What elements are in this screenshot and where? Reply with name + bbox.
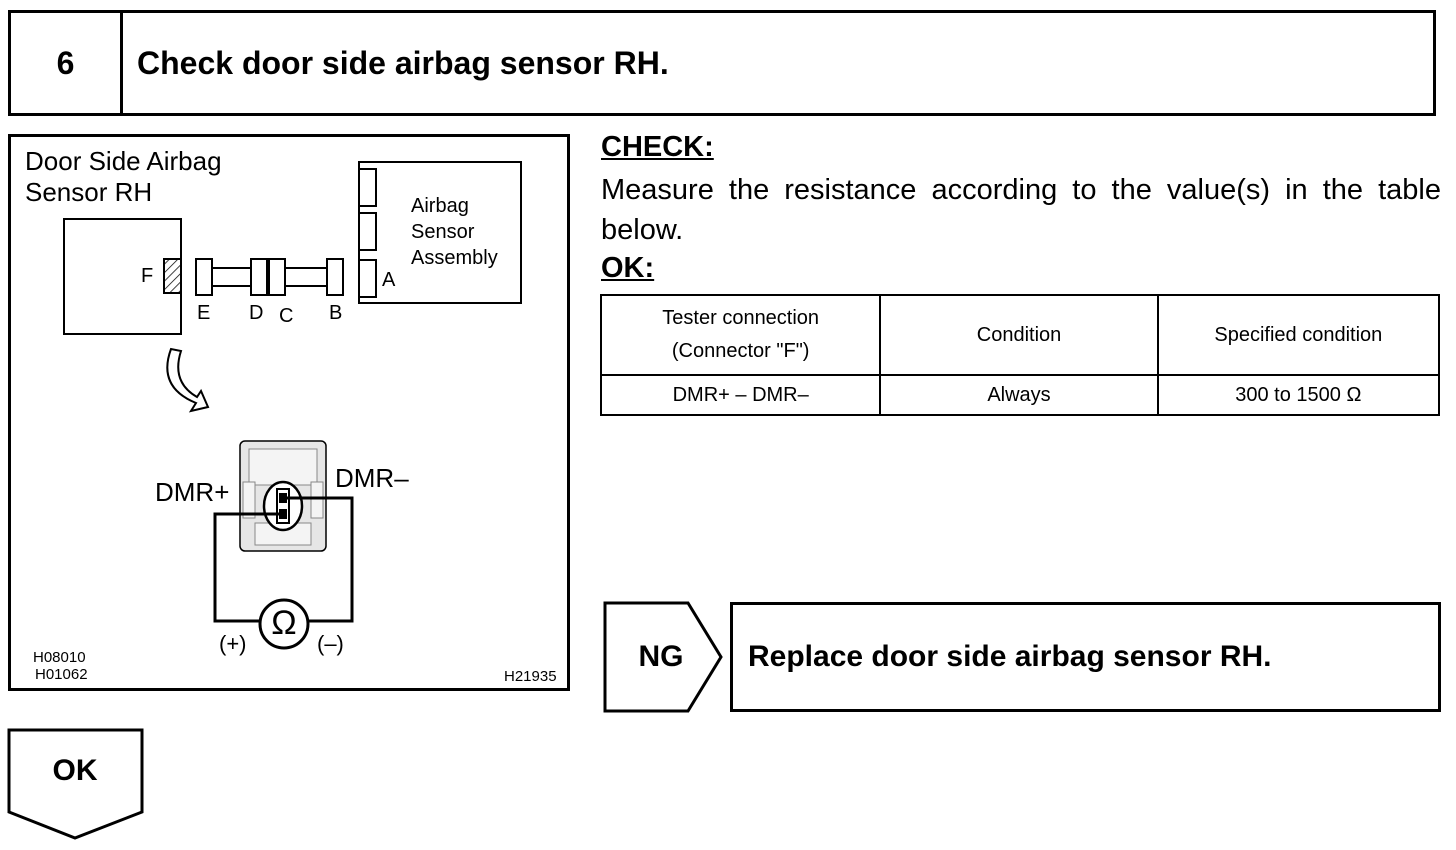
- figure-code-3: H21935: [504, 668, 557, 685]
- table-row: DMR+ – DMR– Always 300 to 1500 Ω: [599, 374, 1441, 416]
- test-lead-positive: [213, 512, 281, 623]
- connector-d: [250, 258, 268, 296]
- connector-e: [195, 258, 213, 296]
- assembly-label-line2: Sensor: [411, 221, 475, 243]
- airbag-sensor-assembly: [358, 161, 522, 304]
- ng-label: NG: [638, 640, 684, 673]
- connector-a-label: A: [382, 269, 396, 291]
- cell-specified: 300 to 1500 Ω: [1156, 374, 1441, 416]
- figure-title-line1: Door Side Airbag: [25, 146, 222, 176]
- connector-b-label: B: [329, 302, 343, 324]
- test-lead-negative: [287, 496, 354, 623]
- probe-minus-label: (–): [317, 631, 344, 656]
- probe-plus-label: (+): [219, 631, 247, 656]
- header-tester-line1: Tester connection: [662, 307, 820, 329]
- connector-c: [268, 258, 286, 296]
- terminal-plus-label: DMR+: [155, 477, 230, 507]
- wiring-figure: Door Side Airbag Sensor RH Airbag Sensor…: [8, 134, 570, 691]
- connector-f-label: F: [141, 265, 154, 287]
- step-number: 6: [11, 13, 123, 113]
- curved-arrow-icon: [166, 347, 210, 413]
- header-condition: Condition: [879, 294, 1159, 376]
- specification-table: Tester connection (Connector "F") Condit…: [599, 294, 1441, 416]
- connector-a: [358, 259, 377, 298]
- assembly-label-line3: Assembly: [411, 247, 498, 269]
- connector-c-label: C: [279, 305, 294, 327]
- ohmmeter: [258, 598, 310, 650]
- ok-arrow-icon: [7, 728, 144, 840]
- cell-tester: DMR+ – DMR–: [599, 374, 882, 416]
- header-tester-line2: (Connector "F"): [671, 340, 810, 362]
- header-tester-connection: Tester connection (Connector "F"): [599, 294, 882, 376]
- ng-action-box: Replace door side airbag sensor RH.: [730, 602, 1441, 712]
- figure-drawing: [63, 161, 522, 650]
- ok-label: OK: [52, 754, 98, 787]
- connector-f: [163, 258, 182, 294]
- connector-d-label: D: [249, 302, 264, 324]
- assembly-label-line1: Airbag: [411, 195, 469, 217]
- ng-action-text: Replace door side airbag sensor RH.: [748, 640, 1272, 673]
- figure-title-line2: Sensor RH: [25, 177, 153, 207]
- connector-b: [326, 258, 344, 296]
- terminal-minus-label: DMR–: [335, 463, 409, 493]
- check-instructions: Measure the resistance according to the …: [601, 174, 1441, 246]
- ohm-icon: Ω: [271, 604, 297, 642]
- ng-arrow-icon: [603, 601, 723, 713]
- cell-condition: Always: [879, 374, 1159, 416]
- figure-code-2: H01062: [35, 666, 88, 683]
- step-header: 6 Check door side airbag sensor RH.: [8, 10, 1436, 116]
- connector-e-label: E: [197, 302, 211, 324]
- header-specified-condition: Specified condition: [1156, 294, 1441, 376]
- figure-code-1: H08010: [33, 649, 86, 666]
- door-sensor-body: [63, 218, 182, 335]
- step-title: Check door side airbag sensor RH.: [137, 44, 669, 81]
- ok-heading: OK:: [601, 252, 655, 284]
- check-heading: CHECK:: [601, 131, 714, 163]
- table-header-row: Tester connection (Connector "F") Condit…: [599, 294, 1441, 376]
